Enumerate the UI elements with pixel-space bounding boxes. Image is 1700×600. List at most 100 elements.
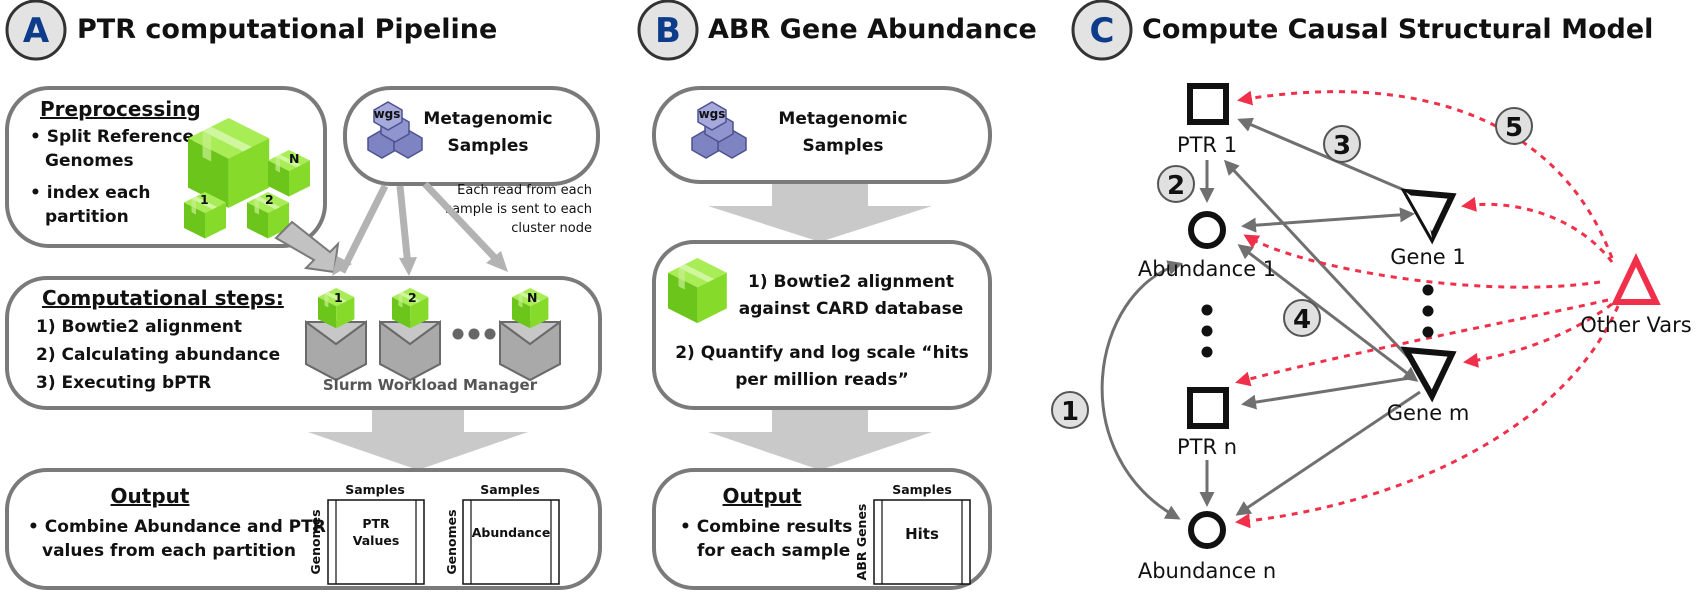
step-marker-3-label: 3 [1333,131,1351,161]
samples-b-line1: Metagenomic [778,109,907,129]
ptr1-node [1187,83,1229,125]
panel-b-badge [637,0,699,61]
panel-c-letter: C [1090,11,1115,51]
cluster-node-n-label: N [527,290,537,305]
read-arrow-1 [338,184,389,274]
panel-a-title: PTR computational Pipeline [77,14,497,45]
other-vars-label: Other Vars [1580,313,1691,337]
preprocessing-bullet2-line2: partition [45,207,129,227]
output-b-heading: Output [723,484,802,508]
alignment-step2-line2: per million reads” [735,370,909,390]
down-arrow-b1 [708,184,932,242]
samples-a-line2: Samples [447,136,528,156]
partition-cube-label-1: 1 [200,192,209,207]
ellipsis-dot [484,328,496,340]
panel-a: A PTR computational Pipeline Preprocessi… [5,0,602,590]
step-marker-1-label: 1 [1061,397,1079,427]
compute-step-2: 2) Calculating abundance [36,345,280,365]
table1-top-label: Samples [345,482,405,497]
output-b-bullet-line2: for each sample [697,541,850,561]
gene-ellipsis-dot [1422,284,1434,296]
abundancen-label: Abundance n [1138,559,1276,583]
table3-top-label: Samples [892,482,952,497]
preprocessing-bullet1-line1: • Split Reference [30,127,194,147]
edge-genem-abn [1235,390,1421,516]
other-vars-node [1611,253,1661,305]
output-box-a [5,468,602,590]
panel-c-title: Compute Causal Structural Model [1142,14,1653,45]
step-marker-4-label: 4 [1293,305,1311,335]
output-a-bullet-line2: values from each partition [42,541,296,561]
table2-side-label: Genomes [444,509,459,574]
panel-c-badge [1071,0,1133,61]
compute-heading: Computational steps: [42,286,284,310]
step-marker-5-label: 5 [1505,113,1523,143]
distribute-arrow [274,220,340,274]
table1-cell-line1: PTR [362,516,390,531]
compute-box [5,276,602,410]
note-line2: sample is sent to each [445,202,592,217]
ptrn-label: PTR n [1177,435,1237,459]
cluster-node-2-label: 2 [408,290,417,305]
table1-frame [327,499,425,585]
step-marker-2 [1157,165,1195,203]
alignment-step2-line1: 2) Quantify and log scale “hits [675,343,969,363]
edge-other-ab1 [1243,234,1601,289]
edge-abn-ab1 [1100,260,1183,520]
step-marker-2-label: 2 [1167,171,1185,201]
read-arrow-2 [396,185,412,267]
edge-other-gene1 [1461,196,1614,263]
table1-cell-line2: Values [353,533,400,548]
node-ellipsis-dot [1201,325,1213,337]
ellipsis-dot [452,328,464,340]
edge-other-ptrn [1235,298,1609,387]
abundance1-label: Abundance 1 [1138,257,1276,281]
table2-cell: Abundance [472,525,551,540]
node-ellipsis-dot [1201,304,1213,316]
ellipsis-dot [468,328,480,340]
table3-cell: Hits [905,525,939,543]
note-line1: Each read from each [457,183,592,198]
gene-ellipsis-dot [1422,326,1434,338]
partition-cube-label-2: 2 [265,192,274,207]
genem-label: Gene m [1387,401,1470,425]
alignment-box [652,240,992,410]
partition-cube-label-n: N [289,151,299,166]
compute-step-1: 1) Bowtie2 alignment [36,317,242,337]
samples-b-line2: Samples [802,136,883,156]
slurm-label: Slurm Workload Manager [323,376,538,394]
alignment-step1-line2: against CARD database [739,299,964,319]
table2-frame [462,499,560,585]
table3-side-label: ABR Genes [854,504,869,581]
down-arrow-a [308,410,528,470]
abundancen-node [1188,511,1226,549]
edge-gene1-ab1 [1241,207,1415,233]
edge-genem-ptrn [1241,376,1411,410]
cluster-node-1-label: 1 [334,290,343,305]
output-a-heading: Output [111,484,190,508]
output-b-bullet-line1: • Combine results [680,517,852,537]
compute-step-3: 3) Executing bPTR [36,373,211,393]
preprocessing-bullet2-line1: • index each [30,183,150,203]
step-marker-3 [1323,125,1361,163]
step-marker-4 [1283,299,1321,337]
node-ellipsis-dot [1201,346,1213,358]
edge-genem-ab1 [1237,244,1419,382]
panel-c: C Compute Causal Structural Model PTR 1 … [1051,0,1692,583]
down-arrow-b2 [708,410,932,470]
gene1-label: Gene 1 [1390,245,1465,269]
wgs-label-a: wgs [374,107,401,121]
ptr1-label: PTR 1 [1177,133,1237,157]
preprocessing-bullet1-line2: Genomes [45,151,134,171]
table2-top-label: Samples [480,482,540,497]
output-a-bullet-line1: • Combine Abundance and PTR [28,517,326,537]
preprocessing-heading: Preprocessing [40,97,201,121]
edge-gene1-ptr1 [1237,117,1419,198]
panel-b-title: ABR Gene Abundance [708,14,1037,45]
panel-b-letter: B [655,11,681,51]
panel-a-badge [5,0,67,61]
table3-frame [873,499,971,585]
samples-box-b [652,86,992,184]
panel-b: B ABR Gene Abundance wgs Metagenomic Sam… [637,0,1037,590]
